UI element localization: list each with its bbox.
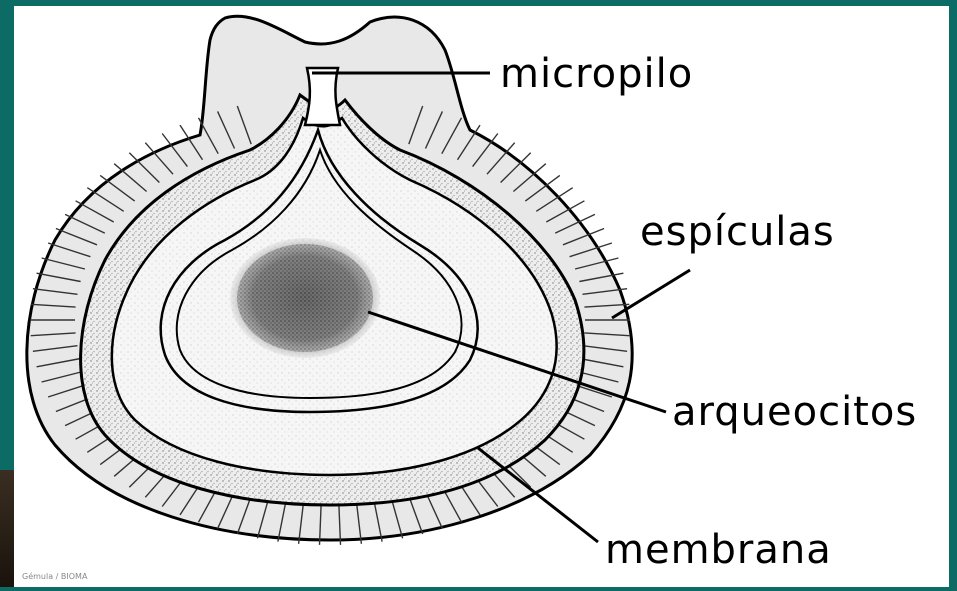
label-micropilo: micropilo [500, 54, 693, 94]
label-membrana: membrana [605, 530, 832, 570]
diagram-canvas [14, 6, 949, 587]
archaeocyte-mass-texture [237, 244, 373, 352]
label-espiculas: espículas [640, 212, 835, 252]
leader-line-espiculas [612, 270, 690, 318]
micropyle-canal [305, 68, 340, 125]
image-credit: Gémula / BIOMA [22, 572, 87, 581]
slide-frame-right [949, 0, 957, 587]
gemmule-illustration [14, 6, 949, 587]
background-photo-edge [0, 470, 14, 587]
label-arqueocitos: arqueocitos [672, 392, 917, 432]
